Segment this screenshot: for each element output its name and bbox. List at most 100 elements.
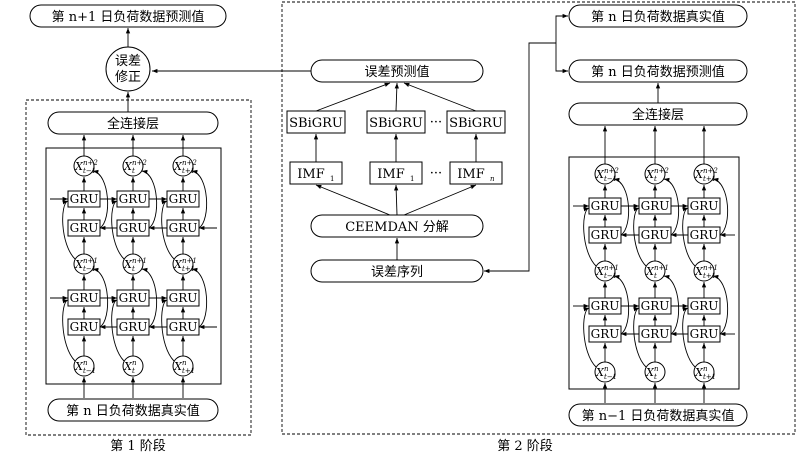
sbigru-label-1: SBiGRU — [289, 116, 343, 131]
stage1-col3-gru-d-label: GRU — [169, 320, 198, 334]
right-actual-label: 第 n 日负荷数据真实值 — [591, 9, 725, 25]
stage1-col3-top-node-sup: n+2 — [182, 159, 197, 167]
stage1-col1-top-node-sub: t−1 — [83, 167, 96, 175]
stage1-col2-skip-right-upper — [141, 169, 158, 229]
arrow-sbigru1-to-errpred — [315, 82, 391, 112]
stage1-col3-bottom-node-symbol: X — [173, 360, 183, 373]
stage2-col3-top-node-symbol: X — [694, 168, 704, 181]
stage2-col2-mid-node-sub: t — [654, 272, 657, 280]
stage1-col3-skip-left-lower — [161, 299, 175, 362]
stage1-boundary — [25, 99, 252, 436]
stage1-fc-pill — [47, 111, 219, 135]
arrow-ceemdan-to-imf3 — [403, 184, 477, 216]
stage1-caption: 第 1 阶段 — [110, 439, 166, 454]
stage1-col1-skip-left-upper — [62, 200, 76, 260]
stage1-col3-mid-node-symbol: X — [173, 258, 183, 271]
stage2-col3-mid-node-sub: t+1 — [703, 272, 716, 280]
arrow-sbigru3-to-errpred — [403, 82, 477, 112]
right-predict-pill — [568, 59, 748, 83]
imf-label-3: IMF — [457, 167, 484, 182]
stage1-col1-skip-right-upper — [92, 169, 109, 229]
stage1-network-frame — [45, 147, 222, 385]
stage2-col3-gru-b-label: GRU — [690, 228, 719, 242]
stage1-col3-mid-node-sub: t+1 — [182, 265, 195, 273]
stage2-col1-gru-d-label: GRU — [591, 327, 620, 341]
stage1-col2-gru-d-label: GRU — [119, 320, 148, 334]
stage1-col3-top-node-sub: t+1 — [182, 167, 195, 175]
imf-sub-1: 1 — [330, 175, 334, 183]
stage1-col1-mid-node-sub: t−1 — [83, 265, 96, 273]
stage1-col2-gru-b-label: GRU — [119, 221, 148, 235]
stage2-col1-gru-b-label: GRU — [591, 228, 620, 242]
stage2-col1-top-node-symbol: X — [595, 168, 605, 181]
stage2-col3-gru-a-label: GRU — [690, 199, 719, 213]
stage2-col3-top-node-sub: t+1 — [703, 175, 716, 183]
stage2-col2-top-node-symbol: X — [645, 168, 655, 181]
stage2-boundary — [281, 1, 796, 435]
right-fc-label: 全连接层 — [632, 107, 684, 123]
stage1-fc-label: 全连接层 — [107, 116, 159, 132]
stage2-col2-gru-a-label: GRU — [641, 199, 670, 213]
error-prediction-label: 误差预测值 — [364, 64, 429, 80]
stage1-col3-bottom-node-sub: t+1 — [182, 367, 195, 375]
stage2-col2-skip-left-upper — [633, 207, 647, 267]
right-input-label: 第 n−1 日负荷数据真实值 — [582, 408, 735, 424]
stage2-col1-skip-right-upper — [613, 177, 630, 236]
stage2-col3-mid-node-symbol: X — [694, 265, 704, 278]
stage2-col2-skip-right-upper — [663, 177, 680, 236]
stage1-col2-mid-node-sub: t — [132, 265, 135, 273]
stage1-col2-skip-left-upper — [111, 200, 125, 260]
stage1-col2-gru-a-label: GRU — [119, 192, 148, 206]
stage2-col3-bottom-node-symbol: X — [694, 366, 704, 379]
stage1-col2-skip-left-lower — [111, 299, 125, 362]
connector-right-to-error-series — [484, 42, 556, 274]
stage2-col1-bottom-node-sub: t−1 — [604, 373, 617, 381]
stage1-output-label: 第 n+1 日负荷数据预测值 — [52, 9, 205, 25]
stage1-col3-skip-right-upper — [191, 169, 208, 229]
stage1-col1-top-node-symbol: X — [74, 160, 84, 173]
arrow-ceemdan-to-imf1 — [315, 184, 391, 216]
stage2-col1-gru-c-label: GRU — [591, 299, 620, 313]
stage1-col2-bottom-node-sup: n — [132, 359, 137, 367]
stage1-col1-gru-a-label: GRU — [70, 192, 99, 206]
stage1-col3-mid-node-sup: n+1 — [182, 257, 197, 265]
stage2-col1-gru-a-label: GRU — [591, 199, 620, 213]
stage2-col3-skip-right-upper — [712, 177, 729, 236]
arrow-sbigru2-to-errpred — [394, 82, 399, 112]
stage2-col1-skip-left-lower — [583, 307, 597, 368]
stage2-col2-skip-right-lower — [663, 274, 680, 335]
error-series-label: 误差序列 — [371, 265, 423, 280]
stage1-col1-mid-node-symbol: X — [74, 258, 84, 271]
stage2-col3-bottom-node-sup: n — [703, 365, 708, 373]
ceemdan-label: CEEMDAN 分解 — [345, 220, 449, 235]
right-network-frame — [568, 156, 740, 390]
stage2-col3-mid-node-sup: n+1 — [703, 264, 718, 272]
connector-split-top — [555, 13, 568, 43]
stage2-col1-skip-left-upper — [583, 207, 597, 267]
stage2-col3-skip-left-lower — [682, 307, 696, 368]
sbigru-label-3: SBiGRU — [449, 116, 503, 131]
stage2-col2-bottom-node-sub: t — [654, 373, 657, 381]
arrow-ceemdan-to-imf2 — [394, 184, 399, 216]
right-input-pill — [568, 403, 748, 427]
stage1-col3-skip-right-lower — [191, 267, 208, 328]
imf-label-1: IMF — [297, 167, 324, 182]
stage1-col1-bottom-node-sub: t−1 — [83, 367, 96, 375]
imf-sub-3: n — [490, 175, 495, 183]
stage1-col3-gru-c-label: GRU — [169, 291, 198, 305]
stage1-col3-gru-b-label: GRU — [169, 221, 198, 235]
stage2-col1-top-node-sup: n+2 — [604, 167, 619, 175]
stage1-col1-skip-left-lower — [62, 299, 76, 362]
stage1-col1-bottom-node-symbol: X — [74, 360, 84, 373]
stage2-caption: 第 2 阶段 — [497, 439, 553, 454]
stage1-output-pill — [29, 4, 227, 28]
stage1-col3-gru-a-label: GRU — [169, 192, 198, 206]
stage2-col1-bottom-node-sup: n — [604, 365, 609, 373]
connector-split-bottom — [555, 43, 568, 74]
stage1-col1-mid-node-sup: n+1 — [83, 257, 98, 265]
stage1-col2-skip-right-lower — [141, 267, 158, 328]
sbigru-label-2: SBiGRU — [369, 116, 423, 131]
